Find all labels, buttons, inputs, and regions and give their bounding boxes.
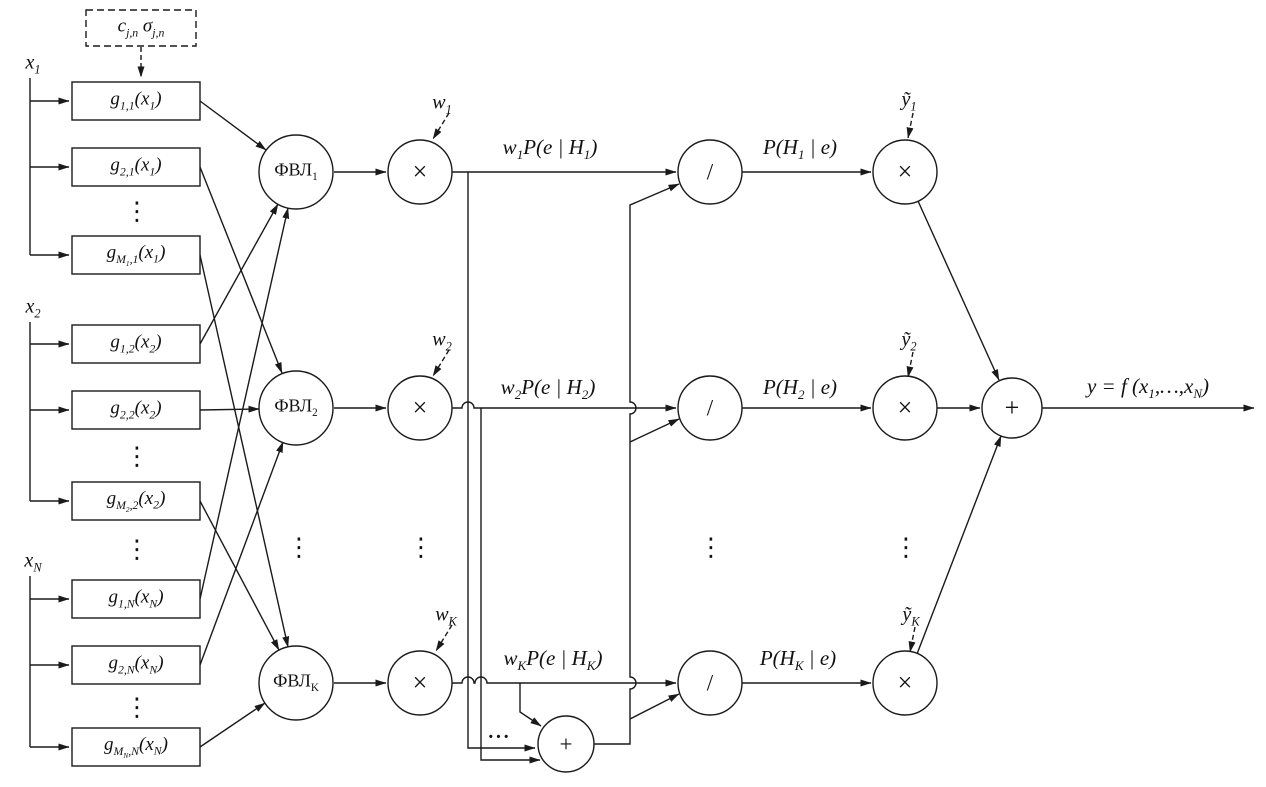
fvl-node-circle bbox=[258, 134, 334, 210]
weight-arrows bbox=[432, 112, 453, 652]
normalizer-output-connectors bbox=[594, 183, 680, 745]
membership-box-label: gMN,N(xN) bbox=[104, 733, 168, 760]
multiply-to-sum-connectors bbox=[916, 200, 1002, 655]
fvl-node-label: ФВЛ1 bbox=[274, 159, 318, 184]
fvl-node-label: ФВЛK bbox=[273, 670, 319, 695]
membership-box bbox=[71, 645, 201, 685]
input-label-xn: xN bbox=[24, 549, 42, 575]
multiply-symbol: × bbox=[897, 393, 913, 422]
membership-box bbox=[71, 147, 201, 187]
input-bracket-lines bbox=[29, 78, 70, 751]
multiply-symbol: × bbox=[897, 157, 913, 186]
vertical-ellipsis: ⋮ bbox=[286, 532, 312, 562]
membership-box-label: g1,2(x2) bbox=[110, 331, 162, 356]
membership-box bbox=[71, 390, 201, 430]
output-label: y = f (x1,…,xN) bbox=[1086, 373, 1210, 402]
multiply-symbol: × bbox=[412, 393, 428, 422]
output-weight-label: ỹK bbox=[902, 603, 920, 629]
multiply-symbol: × bbox=[412, 668, 428, 697]
multiply-node bbox=[387, 139, 453, 205]
weight-label: w2 bbox=[432, 328, 452, 354]
vertical-ellipsis: ⋮ bbox=[124, 692, 150, 722]
vertical-ellipsis: ⋮ bbox=[124, 196, 150, 226]
fvl-to-multiply-connectors bbox=[334, 168, 387, 687]
divide-symbol: / bbox=[706, 395, 714, 421]
multiply-node-2 bbox=[872, 139, 938, 205]
horizontal-ellipsis: ··· bbox=[487, 726, 511, 748]
membership-box-label: gM1,1(x1) bbox=[106, 241, 166, 268]
vertical-ellipsis: ⋮ bbox=[124, 441, 150, 471]
membership-box bbox=[71, 235, 201, 275]
divide-node bbox=[677, 650, 743, 716]
membership-box-label: g2,1(x1) bbox=[110, 154, 162, 179]
divide-node bbox=[677, 375, 743, 441]
input-label-x2: x2 bbox=[25, 295, 41, 321]
multiply-node bbox=[387, 650, 453, 716]
likelihood-label: w1P(e | H1) bbox=[502, 134, 598, 163]
membership-box-label: g2,N(xN) bbox=[108, 652, 164, 677]
likelihood-label: w2P(e | H2) bbox=[500, 374, 596, 403]
membership-box bbox=[71, 324, 201, 364]
normalizer-sum-symbol: + bbox=[559, 731, 573, 757]
posterior-label: P(H1 | e) bbox=[762, 134, 838, 163]
weight-label: wK bbox=[435, 603, 457, 629]
membership-box bbox=[71, 481, 201, 521]
output-weight-label: ỹ1 bbox=[901, 88, 917, 114]
fvl-node-circle bbox=[258, 370, 334, 446]
parameter-box-label: cj,n σj,n bbox=[117, 15, 165, 40]
membership-box bbox=[71, 81, 201, 121]
posterior-label: P(H2 | e) bbox=[762, 374, 838, 403]
multiply-node bbox=[387, 375, 453, 441]
membership-box-label: g2,2(x2) bbox=[110, 397, 162, 422]
membership-box bbox=[71, 579, 201, 619]
divide-node bbox=[677, 139, 743, 205]
output-sum-node bbox=[981, 377, 1043, 439]
weight-label: w1 bbox=[432, 91, 452, 117]
membership-box-label: g1,N(xN) bbox=[108, 586, 164, 611]
output-weight-label: ỹ2 bbox=[901, 328, 917, 354]
divide-symbol: / bbox=[706, 670, 714, 696]
membership-box bbox=[71, 727, 201, 767]
multiply-to-divide-connectors bbox=[452, 168, 677, 687]
parameter-box bbox=[85, 9, 197, 47]
fvl-node-label: ФВЛ2 bbox=[274, 395, 318, 420]
normalizer-input-connectors bbox=[467, 172, 542, 764]
membership-boxes bbox=[71, 81, 201, 767]
membership-box-label: g1,1(x1) bbox=[110, 88, 162, 113]
vertical-ellipsis: ⋮ bbox=[408, 532, 434, 562]
multiply-symbol: × bbox=[897, 668, 913, 697]
vertical-ellipsis: ⋮ bbox=[893, 532, 919, 562]
input-label-x1: x1 bbox=[25, 51, 41, 77]
multiply-node-2 bbox=[872, 650, 938, 716]
likelihood-label: wKP(e | HK) bbox=[503, 645, 603, 674]
output-sum-symbol: + bbox=[1004, 393, 1020, 422]
vertical-ellipsis: ⋮ bbox=[698, 532, 724, 562]
normalizer-sum-node bbox=[537, 715, 595, 773]
membership-box-label: gM2,2(x2) bbox=[106, 487, 166, 514]
multiply-symbol: × bbox=[412, 157, 428, 186]
membership-to-fvl-connectors bbox=[199, 100, 290, 748]
output-weight-arrows bbox=[906, 112, 916, 653]
divide-symbol: / bbox=[706, 159, 714, 185]
fvl-node-circle bbox=[258, 645, 334, 721]
vertical-ellipsis: ⋮ bbox=[124, 534, 150, 564]
multiply-node-2 bbox=[872, 375, 938, 441]
node-circles bbox=[258, 134, 1043, 773]
posterior-label: P(HK | e) bbox=[759, 645, 837, 674]
divide-to-multiply-connectors bbox=[742, 168, 872, 687]
